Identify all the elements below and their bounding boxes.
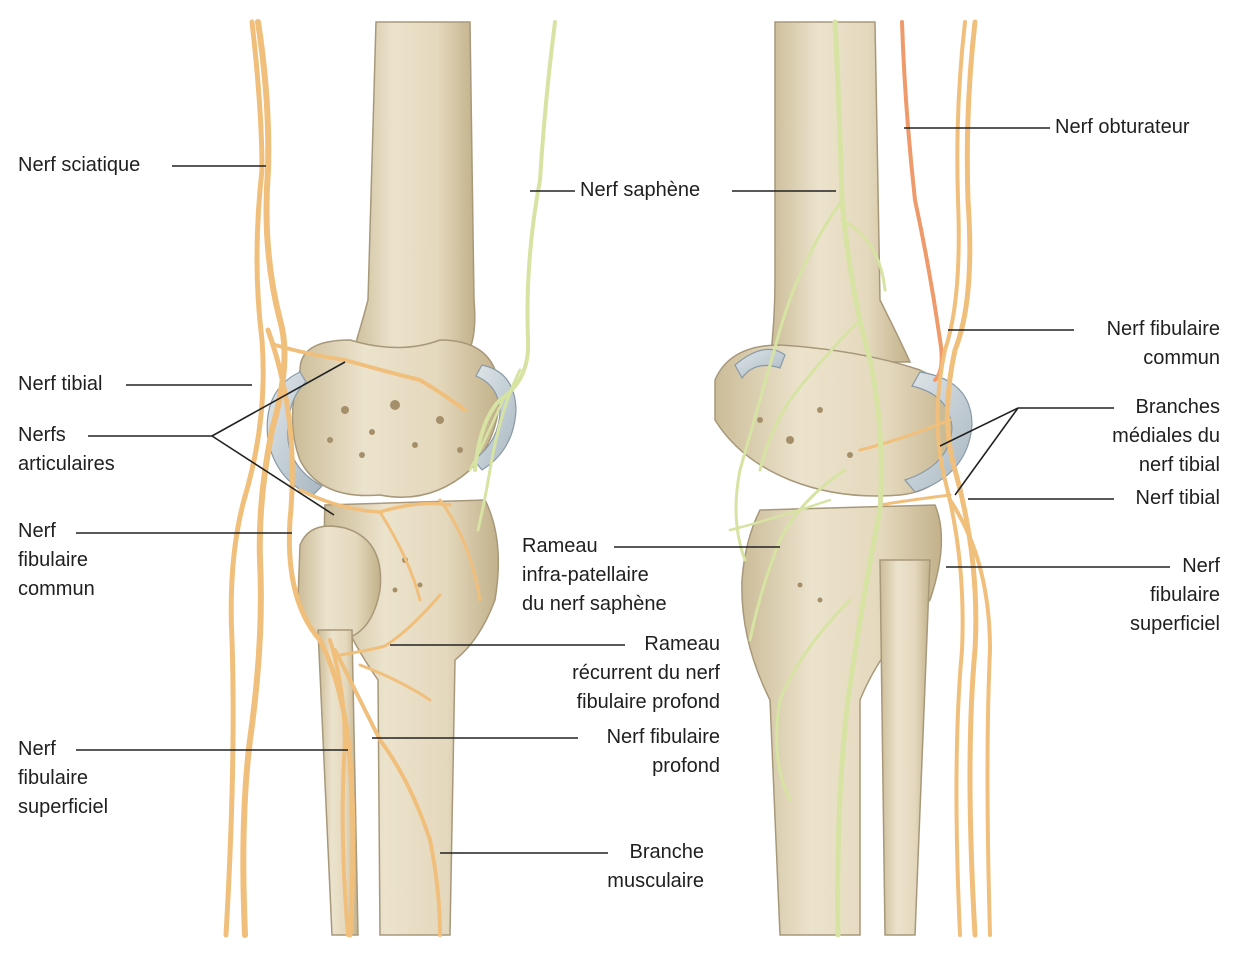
leader-lines (76, 127, 1170, 854)
left-knee-nerves (223, 19, 482, 938)
left-tibial-nerve (223, 19, 266, 938)
right-obturator-nerve (900, 20, 944, 382)
left-knee-bones (266, 21, 517, 936)
label-nerfs-articulaires: Nerfs articulaires (18, 424, 115, 475)
label-rameau-infra-patellaire: Rameau infra-patellaire du nerf saphène (522, 535, 667, 615)
left-recurrent-branch (338, 593, 442, 657)
label-branche-musculaire: Branche musculaire (607, 841, 704, 892)
right-superficial-fibular (948, 498, 993, 937)
label-nerf-fibulaire-commun-left: Nerf fibulaire commun (18, 520, 95, 600)
label-nerf-sciatique: Nerf sciatique (18, 154, 141, 176)
label-rameau-recurrent: Rameau récurrent du nerf fibulaire profo… (572, 633, 720, 713)
right-bone-pores (757, 407, 853, 603)
right-tibial-trunk (945, 19, 979, 938)
left-fibula-shaft (317, 629, 359, 936)
label-branches-mediales: Branches médiales du nerf tibial (1112, 396, 1220, 476)
left-deep-fibular-nerve (333, 648, 442, 937)
label-nerf-fibulaire-superficiel-left: Nerf fibulaire superficiel (18, 738, 109, 818)
right-saphenous-nerve (832, 19, 884, 938)
right-medial-branches (858, 418, 952, 452)
left-saphenous-nerve (468, 20, 557, 532)
right-fibula (879, 559, 931, 936)
left-common-fibular-nerve (265, 327, 356, 938)
right-knee-nerves (728, 19, 993, 938)
label-nerf-tibial-left: Nerf tibial (18, 373, 103, 395)
label-nerf-tibial-right: Nerf tibial (1135, 487, 1220, 509)
label-nerf-saphene: Nerf saphène (580, 179, 701, 201)
left-sciatic-nerve (240, 19, 288, 938)
label-nerf-obturateur: Nerf obturateur (1055, 116, 1190, 138)
left-femur-shaft (348, 21, 476, 363)
label-nerf-fibulaire-profond: Nerf fibulaire profond (606, 726, 720, 777)
label-nerf-fibulaire-commun-right: Nerf fibulaire commun (1106, 318, 1220, 369)
left-superficial-fibular-nerve (328, 638, 350, 937)
right-knee-bones (714, 21, 973, 936)
right-infrapatellar-branch (748, 468, 847, 642)
left-articular-nerves (273, 343, 467, 412)
left-femur-condyles (291, 339, 500, 498)
label-nerf-fibulaire-superficiel-right: Nerf fibulaire superficiel (1129, 555, 1220, 635)
